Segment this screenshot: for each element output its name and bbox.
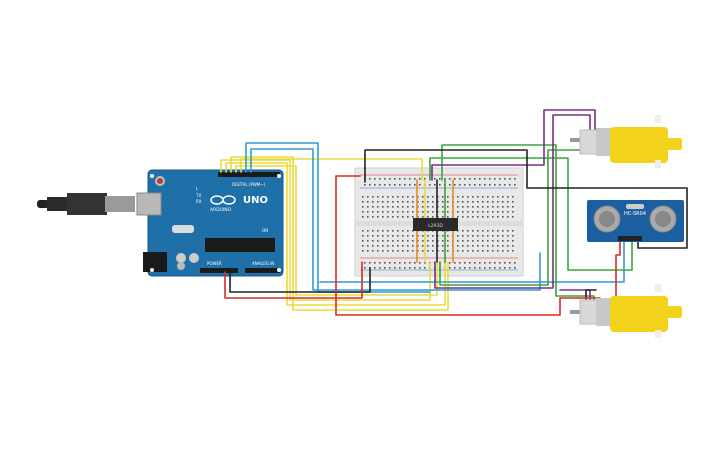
- rx-label: RX: [196, 199, 202, 204]
- model-label: UNO: [243, 195, 268, 206]
- capacitor-1: [176, 253, 186, 263]
- power-header-label: POWER: [207, 261, 222, 266]
- wire-yellow-1[interactable]: [220, 159, 431, 301]
- capacitor-2: [189, 253, 199, 263]
- dc-motor-bottom[interactable]: [570, 284, 682, 338]
- wire-purple-2[interactable]: [434, 114, 591, 289]
- chip-label: L293D: [428, 223, 443, 229]
- wire-purple-1[interactable]: [431, 109, 596, 181]
- digital-pin-header[interactable]: [218, 172, 280, 177]
- arduino-logo: [210, 195, 236, 205]
- sensor-label: HC-SR04: [624, 211, 646, 217]
- wire-red-1[interactable]: [224, 261, 363, 299]
- crystal: [172, 225, 194, 233]
- ultrasonic-sensor[interactable]: HC-SR04: [587, 200, 684, 242]
- wire-blue-3[interactable]: [319, 239, 625, 283]
- sensor-pins[interactable]: [618, 236, 642, 241]
- wire-yellow-5[interactable]: [240, 158, 423, 181]
- on-label: ON: [262, 228, 268, 233]
- l293d-chip[interactable]: L293D: [413, 218, 458, 231]
- digital-header-label: DIGITAL (PWM~): [232, 182, 266, 187]
- arduino-uno-board[interactable]: UNO ARDUINO DIGITAL (PWM~) POWER ANALOG …: [136, 169, 284, 277]
- wire-yellow-3[interactable]: [230, 156, 449, 311]
- dc-motor-top[interactable]: [570, 115, 682, 168]
- power-jack: [143, 252, 167, 272]
- wire-black-1[interactable]: [364, 149, 688, 249]
- analog-header-label: ANALOG IN: [252, 261, 274, 266]
- wires: [220, 109, 688, 316]
- tx-label: TX: [195, 193, 201, 198]
- wire-yellow-2[interactable]: [225, 162, 446, 306]
- wire-green-1[interactable]: [441, 144, 595, 301]
- wire-red-2[interactable]: [335, 175, 601, 316]
- wire-red-4[interactable]: [615, 239, 621, 301]
- wire-black-4[interactable]: [585, 289, 597, 301]
- power-pin-header[interactable]: [200, 268, 238, 273]
- wire-blue-2[interactable]: [250, 148, 541, 291]
- wire-black-2[interactable]: [229, 267, 371, 293]
- wire-green-2[interactable]: [429, 157, 633, 271]
- usb-cable: [37, 193, 135, 215]
- analog-pin-header[interactable]: [245, 268, 280, 273]
- brand-label: ARDUINO: [210, 207, 232, 213]
- usb-port: [136, 192, 162, 216]
- atmega-chip: [205, 238, 275, 252]
- l-label: L: [196, 186, 199, 191]
